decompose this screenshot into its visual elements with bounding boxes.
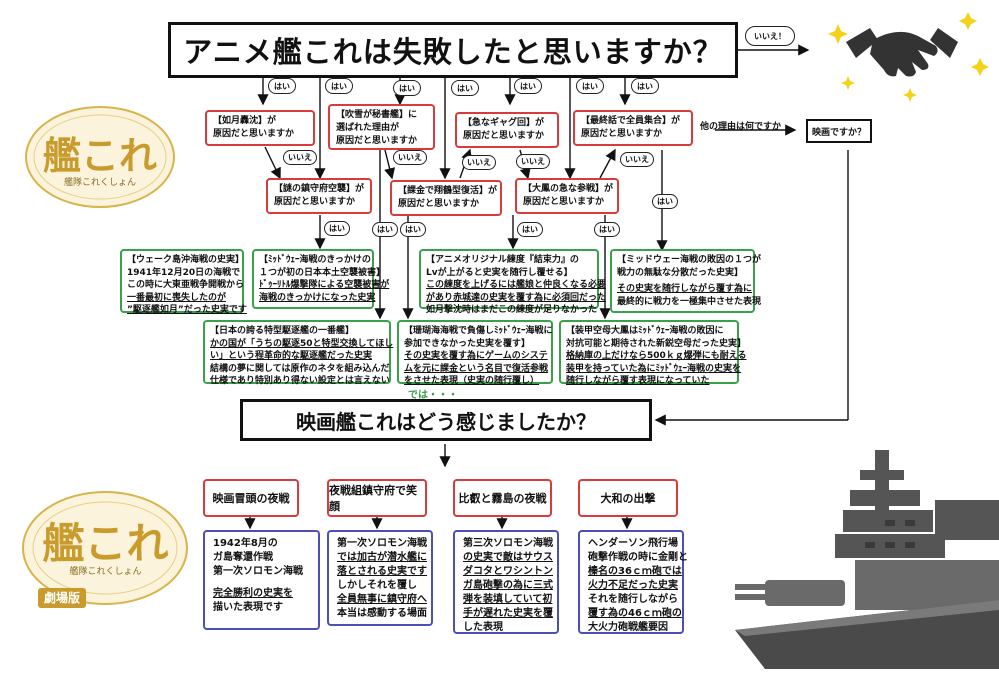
scene-base-smile: 夜戦組鎮守府で笑顔: [327, 479, 427, 517]
yes-pill: はい: [324, 221, 350, 236]
answer-wake-island: 【ウェーク島沖海戦の史実】 1941年12月20日の海戦で この時に大東亜戦争開…: [120, 249, 247, 315]
logo-top-subtext: 艦隊これくしょん: [63, 178, 136, 188]
kancolle-logo-movie: 艦これ 艦隊これくしょん 劇場版: [18, 478, 193, 618]
yes-pill: はい: [594, 222, 620, 237]
yes-pill: はい: [631, 78, 659, 94]
no-pill: いいえ: [283, 150, 317, 165]
answer-coral-sea: 【珊瑚海海戦で負傷しﾐｯﾄﾞｳｪｰ海戦に 参加できなかった史実を覆す】 その史実…: [397, 320, 553, 386]
yes-pill: はい: [517, 222, 543, 237]
question-final-episode: 【最終話で全員集合】が原因だと思いますか: [573, 110, 693, 146]
logo-movie-tag: 劇場版: [43, 591, 80, 605]
question-kisaragi: 【如月轟沈】が原因だと思いますか: [205, 110, 315, 146]
yes-pill: はい: [393, 80, 421, 96]
other-reason-label: 他の理由は何ですか: [700, 122, 782, 132]
handshake-icon: [818, 6, 996, 104]
yes-pill: はい: [372, 222, 398, 237]
yes-pill: はい: [652, 194, 678, 209]
yes-pill: はい: [268, 78, 296, 94]
yes-pill: はい: [400, 222, 426, 237]
answer-doolittle: 【ﾐｯﾄﾞｳｪｰ海戦のきっかけの １つが初の日本本土空襲被害】 ﾄﾞｩｰﾘﾄﾙ爆…: [252, 249, 389, 309]
question-gag-episode: 【急なギャグ回】が原因だと思いますか: [455, 112, 559, 148]
transition-text: では・・・: [408, 390, 458, 401]
movie-question-box: 映画ですか？: [806, 119, 872, 143]
movie-impression-question: 映画艦これはどう感じましたか？: [240, 399, 652, 441]
explanation-henderson-field: ヘンダーソン飛行場 砲撃作戦の時に金剛と 榛名の36ｃｍ砲では 火力不足だった史…: [578, 530, 688, 634]
no-pill: いいえ: [516, 154, 550, 169]
scene-yamato-sortie: 大和の出撃: [578, 479, 678, 517]
question-fubuki: 【吹雪が秘書艦】に選ばれた理由が原因だと思いますか: [328, 104, 435, 150]
answer-midway-dispersion: 【ミッドウェー海戦の敗因の１つが 戦力の無駄な分散だった史実】 その史実を随行し…: [610, 249, 761, 313]
answer-taiho-carrier: 【装甲空母大鳳はﾐｯﾄﾞｳｪｰ海戦の敗因に 対抗可能と期待された新鋭空母だった史…: [559, 320, 747, 386]
yes-pill: はい: [451, 80, 479, 96]
no-pill: いいえ: [620, 152, 654, 167]
logo-top-text: 艦これ: [42, 133, 157, 178]
scene-hiei-kirishima: 比叡と霧島の夜戦: [453, 479, 552, 517]
explanation-kako: 第一次ソロモン海戦 では加古が潜水艦に 落とされる史実です しかしそれを覆し 全…: [327, 530, 433, 626]
yes-pill: はい: [576, 78, 604, 94]
explanation-third-solomon: 第三次ソロモン海戦 の史実で敵はサウス ダコタとワシントン ガ島砲撃の為に三式 …: [453, 530, 559, 634]
answer-kessokuryoku: 【アニメオリジナル練度『結束力』の Lvが上がると史実を随行し覆せる】 この練度…: [419, 249, 606, 315]
answer-fubuki-destroyer: 【日本の誇る特型駆逐艦の一番艦】 かの国が「うちの駆逐50と特型交換してほし い…: [203, 320, 393, 386]
logo-movie-text: 艦これ: [42, 519, 169, 568]
question-shokaku-revival: 【課金で翔鶴型復活】が原因だと思いますか: [390, 180, 502, 216]
scene-opening-night-battle: 映画冒頭の夜戦: [203, 479, 299, 517]
explanation-savo-island: 1942年8月の ガ島奪還作戦 第一次ソロモン海戦 完全勝利の史実を 描いた表現…: [203, 530, 320, 630]
no-pill-top: いいえ！: [745, 26, 795, 46]
battleship-illustration: [725, 430, 999, 669]
yes-pill: はい: [514, 78, 542, 94]
kancolle-logo-top: 艦これ 艦隊これくしょん: [20, 95, 180, 215]
question-taiho-join: 【大鳳の急な参戦】が原因だと思いますか: [515, 178, 619, 214]
no-pill: いいえ: [462, 155, 496, 170]
question-base-air-raid: 【謎の鎮守府空襲】が原因だと思いますか: [266, 178, 372, 214]
main-title: アニメ艦これは失敗したと思いますか？: [168, 22, 738, 78]
no-pill: いいえ: [393, 150, 427, 165]
yes-pill: はい: [325, 78, 353, 94]
logo-movie-subtext: 艦隊これくしょん: [69, 567, 142, 577]
